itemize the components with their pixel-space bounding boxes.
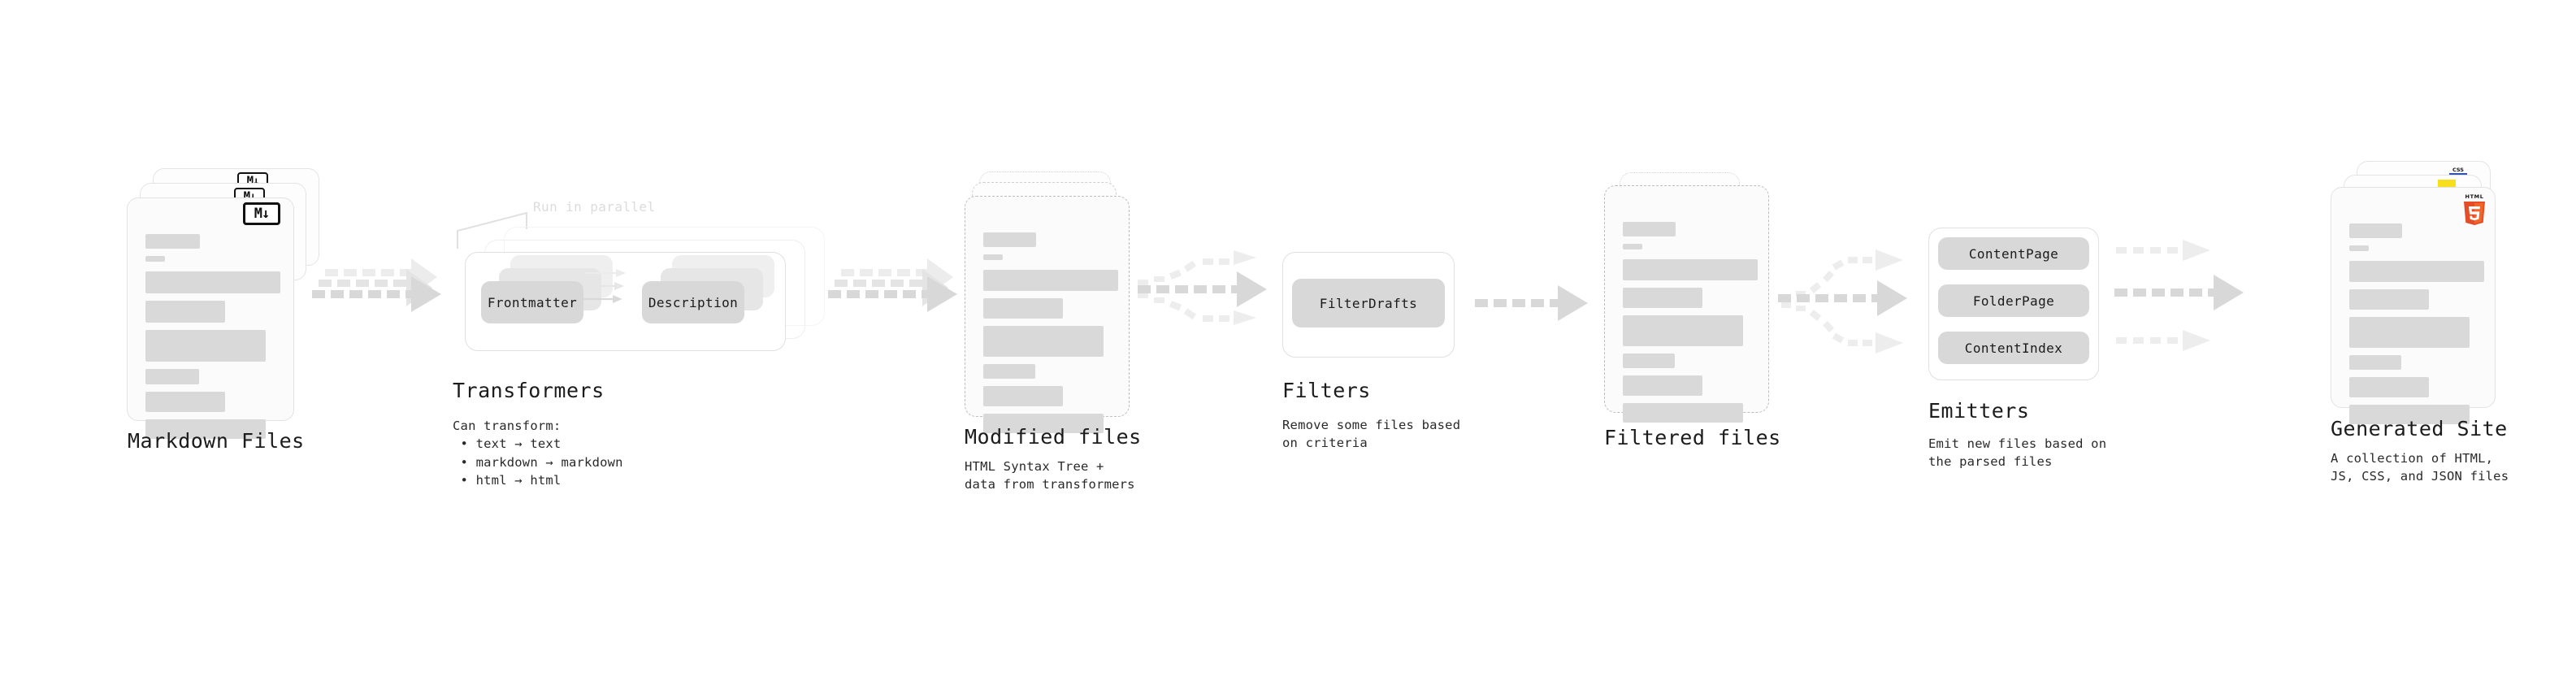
modified-file-rows	[983, 232, 1118, 440]
transformer-chip-frontmatter[interactable]: Frontmatter	[481, 281, 583, 323]
transformer-chip-description[interactable]: Description	[642, 281, 744, 323]
stage-title-emitters: Emitters	[1928, 399, 2030, 423]
file-row	[2349, 355, 2401, 370]
file-row	[983, 232, 1036, 247]
arrow-filtered-to-emitters	[1778, 249, 1907, 354]
file-row	[145, 301, 225, 323]
stage-sub-emitters: Emit new files based on the parsed files	[1928, 436, 2107, 470]
file-row	[2349, 377, 2429, 397]
stage-sub-generated-site: A collection of HTML, JS, CSS, and JSON …	[2331, 451, 2509, 484]
arrow-modified-to-filters	[1138, 250, 1267, 325]
filtered-file-card	[1604, 185, 1769, 423]
emitter-chip-contentindex[interactable]: ContentIndex	[1938, 332, 2089, 364]
file-row	[1623, 259, 1758, 280]
stage-sub-transformers: Can transform: • text → text • markdown …	[453, 419, 623, 488]
filter-chip-filterdrafts[interactable]: FilterDrafts	[1292, 279, 1445, 327]
file-row	[2349, 317, 2470, 348]
css3-icon: CSS	[2449, 167, 2467, 176]
file-row	[983, 298, 1063, 319]
file-row	[1623, 288, 1702, 308]
file-row	[1623, 403, 1743, 423]
stage-title-generated-site: Generated Site	[2331, 417, 2508, 440]
arrow-emitters-to-site	[2114, 240, 2244, 351]
stage-title-transformers: Transformers	[453, 379, 605, 402]
file-row	[1623, 354, 1675, 368]
file-row	[983, 254, 1003, 260]
site-file-card	[2331, 187, 2496, 424]
stage-title-filters: Filters	[1282, 379, 1371, 402]
file-row	[145, 256, 165, 262]
file-row	[2349, 261, 2484, 282]
file-row	[2349, 223, 2402, 238]
run-in-parallel-note: Run in parallel	[533, 199, 656, 215]
file-row	[1623, 375, 1702, 396]
file-row	[145, 330, 266, 362]
file-row	[2349, 289, 2429, 310]
stage-title-filtered-files: Filtered files	[1604, 426, 1781, 449]
inner-transform-arrows	[582, 269, 626, 303]
svg-text:HTML: HTML	[2465, 193, 2484, 200]
file-row	[145, 392, 225, 412]
html5-icon: HTML	[2464, 193, 2485, 225]
file-row	[983, 386, 1063, 406]
file-row	[1623, 315, 1743, 346]
arrow-markdown-to-transformers	[312, 258, 441, 312]
parallel-bracket-icon	[457, 211, 527, 249]
markdown-file-rows	[145, 234, 280, 446]
markdown-icon: M↓	[243, 202, 280, 225]
emitter-chip-contentpage[interactable]: ContentPage	[1938, 237, 2089, 270]
filtered-file-rows	[1623, 222, 1758, 430]
file-row	[1623, 244, 1642, 249]
file-row	[983, 326, 1104, 357]
modified-file-card	[965, 196, 1130, 433]
emitter-chip-folderpage[interactable]: FolderPage	[1938, 284, 2089, 317]
file-row	[983, 414, 1104, 433]
file-row	[2349, 245, 2369, 251]
file-row	[1623, 222, 1676, 236]
stage-sub-filters: Remove some files based on criteria	[1282, 418, 1461, 451]
svg-text:CSS: CSS	[2452, 167, 2464, 173]
arrow-filters-to-filtered	[1475, 285, 1588, 321]
file-row	[145, 419, 266, 439]
file-row	[2349, 405, 2470, 424]
stage-sub-modified-files: HTML Syntax Tree + data from transformer…	[965, 459, 1135, 492]
file-row	[145, 234, 200, 249]
site-file-rows	[2349, 223, 2484, 432]
file-row	[983, 270, 1118, 291]
file-row	[983, 364, 1035, 379]
stage-title-modified-files: Modified files	[965, 425, 1142, 449]
stage-title-markdown-files: Markdown Files	[128, 429, 305, 453]
file-row	[145, 271, 280, 293]
arrow-transformers-to-modified	[828, 258, 957, 312]
file-row	[145, 369, 199, 384]
markdown-file-card	[127, 197, 294, 439]
